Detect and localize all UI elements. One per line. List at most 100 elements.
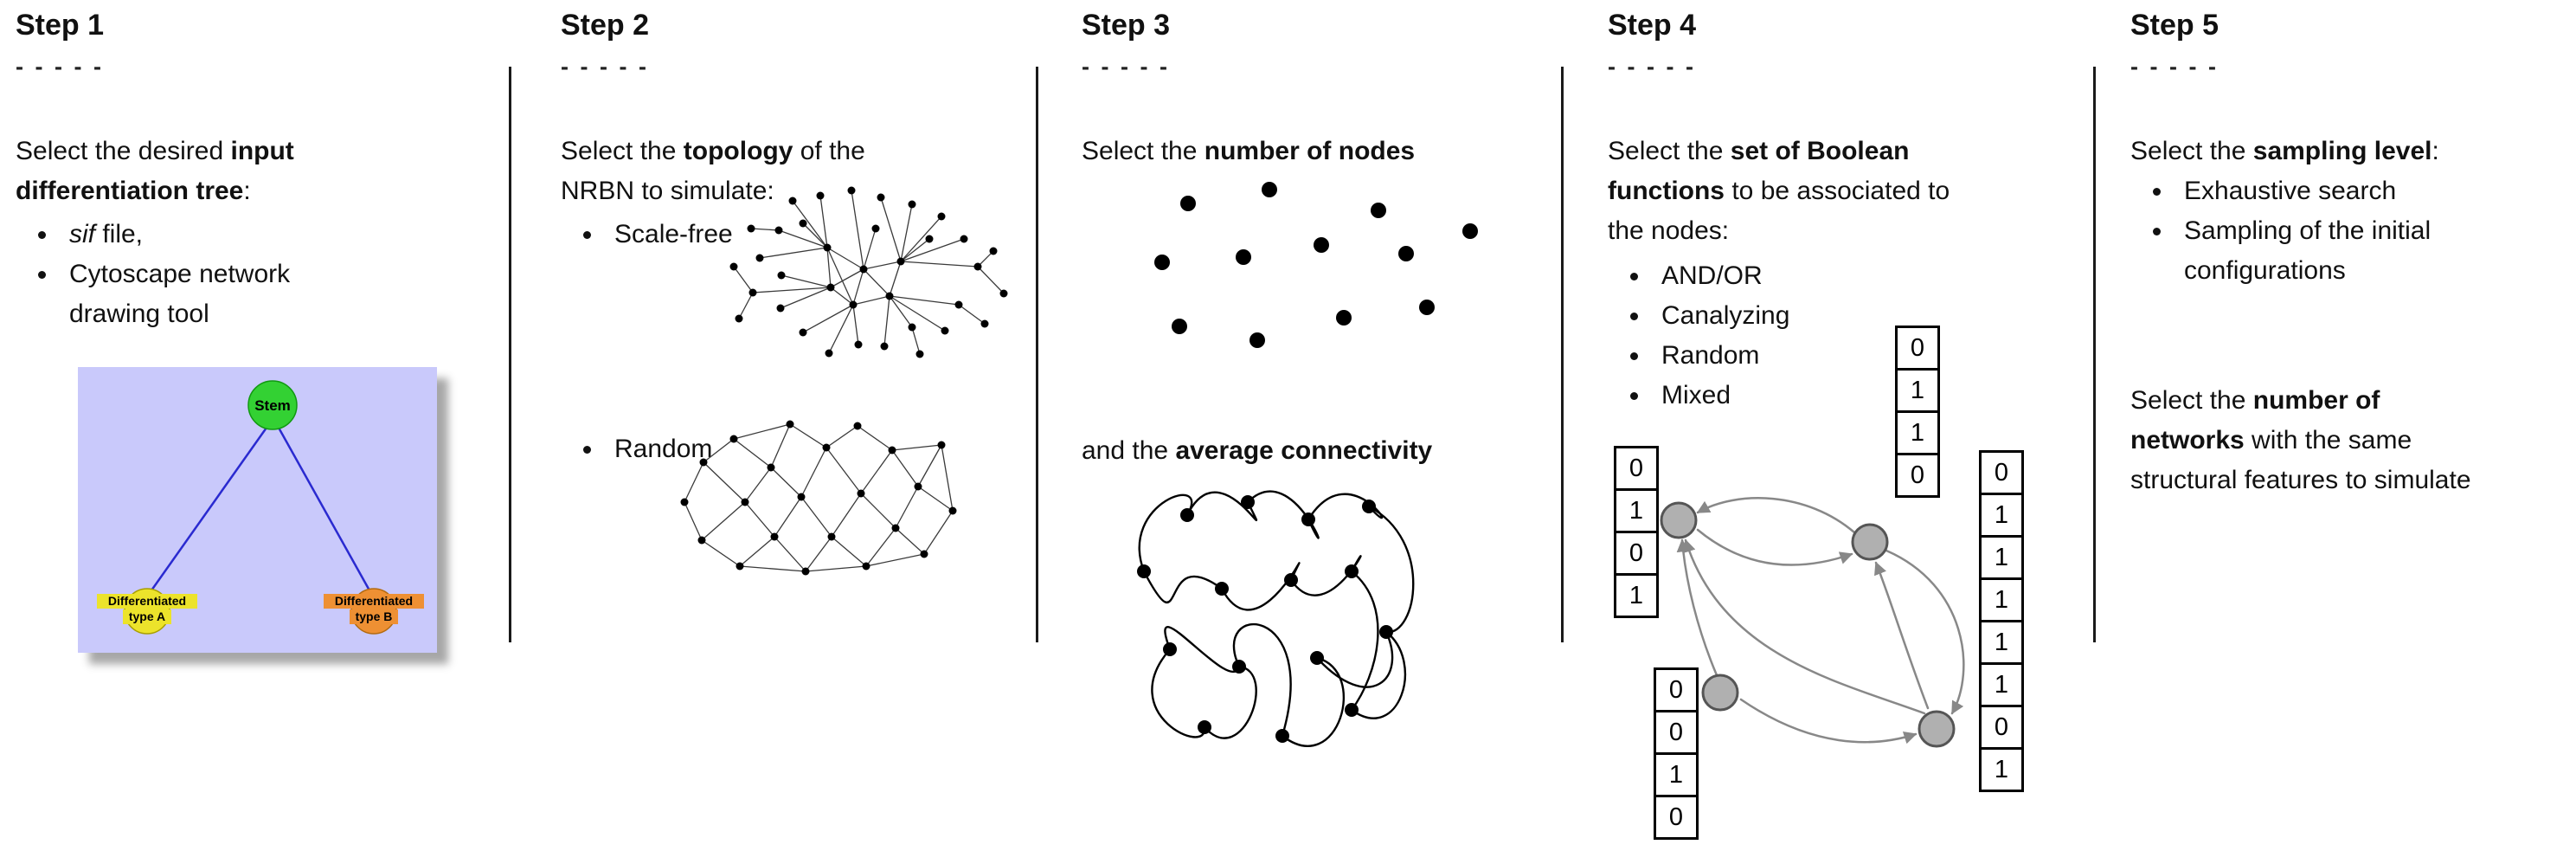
bullet-item: Canalyzing xyxy=(1651,296,1789,336)
text-segment: with the same xyxy=(2244,426,2412,455)
bullet-text: drawing tool xyxy=(69,294,290,334)
intro-line: Select the topology of the xyxy=(561,132,865,171)
text-segment: sif xyxy=(69,220,95,248)
bullet-item: Scale-free xyxy=(604,215,733,255)
paragraph-line: Select the number of xyxy=(2130,381,2471,421)
vector-cell: 1 xyxy=(1895,368,1940,413)
text-segment: topology xyxy=(683,137,793,165)
bullet-item: Random xyxy=(1651,336,1789,376)
bullet-text: Random xyxy=(614,429,712,469)
intro-line: differentiation tree: xyxy=(16,171,294,211)
vector-cell: 1 xyxy=(1654,752,1699,797)
step-4-column: Step 4 - - - - - Select the set of Boole… xyxy=(1608,0,2088,851)
text-segment: Scale-free xyxy=(614,220,733,248)
text-segment: average connectivity xyxy=(1175,436,1433,465)
type-b-label-line2: type B xyxy=(356,609,393,623)
bullet-text: Sampling of the initial xyxy=(2184,211,2431,251)
vector-cell: 1 xyxy=(1979,747,2024,792)
text-segment: Random xyxy=(614,435,713,463)
vector-cell: 1 xyxy=(1979,662,2024,707)
step-3-heading-connectivity: and the average connectivity xyxy=(1082,431,1432,471)
boolean-network-graph xyxy=(1608,312,2088,850)
step-1-title: Step 1 xyxy=(16,9,105,42)
text-segment: sampling level xyxy=(2252,137,2432,165)
vector-cell: 0 xyxy=(1654,795,1699,840)
bullet-text: sif file, xyxy=(69,215,290,255)
type-a-label-bg xyxy=(97,594,197,609)
bullet-text: Scale-free xyxy=(614,215,733,255)
type-b-label-line1: Differentiated xyxy=(335,594,413,608)
step-1-dashed-separator: - - - - - xyxy=(16,54,104,80)
text-segment: the nodes: xyxy=(1608,216,1730,245)
intro-line: NRBN to simulate: xyxy=(561,171,865,211)
bullet-item: Mixed xyxy=(1651,376,1789,416)
step-1-intro: Select the desired input differentiation… xyxy=(16,132,294,211)
step-4-intro: Select the set of Boolean functions to b… xyxy=(1608,132,1950,251)
step-4-title: Step 4 xyxy=(1608,9,1697,42)
step-5-title: Step 5 xyxy=(2130,9,2219,42)
vector-cell: 1 xyxy=(1979,535,2024,580)
bullet-text: AND/OR xyxy=(1661,256,1789,296)
text-segment: file, xyxy=(95,220,144,248)
bullet-item: Random xyxy=(604,429,712,469)
step-5-dashed-separator: - - - - - xyxy=(2130,54,2219,80)
nodes-scatter-figure xyxy=(1121,177,1506,398)
step-4-dashed-separator: - - - - - xyxy=(1608,54,1696,80)
bullet-item: sif file, xyxy=(59,215,290,255)
text-segment: of the xyxy=(793,137,865,165)
vector-cell: 0 xyxy=(1895,326,1940,371)
column-divider xyxy=(1561,67,1564,642)
vector-cell: 0 xyxy=(1614,531,1659,576)
bullet-item: AND/OR xyxy=(1651,256,1789,296)
text-segment: networks xyxy=(2130,426,2245,455)
step-5-intro: Select the sampling level: xyxy=(2130,132,2439,171)
column-divider xyxy=(509,67,511,642)
vector-cell: 1 xyxy=(1979,620,2024,665)
text-segment: structural features to simulate xyxy=(2130,466,2471,494)
vector-cell: 0 xyxy=(1654,667,1699,712)
vector-cell: 0 xyxy=(1979,705,2024,750)
bullet-item: Cytoscape network drawing tool xyxy=(59,255,290,334)
paragraph-line: structural features to simulate xyxy=(2130,461,2471,500)
bullet-text: Mixed xyxy=(1661,376,1789,416)
text-segment: Select the xyxy=(1608,137,1731,165)
step-4-bullet-list: AND/OR Canalyzing Random Mixed xyxy=(1615,256,1789,416)
text-segment: drawing tool xyxy=(69,300,209,328)
step-3-heading-nodes: Select the number of nodes xyxy=(1082,132,1415,171)
step-5-column: Step 5 - - - - - Select the sampling lev… xyxy=(2130,0,2567,851)
text-segment: Select the xyxy=(561,137,684,165)
vector-cell: 0 xyxy=(1979,450,2024,495)
text-segment: Select the xyxy=(2130,386,2253,415)
text-segment: NRBN to simulate: xyxy=(561,177,774,205)
bullet-item: Exhaustive search xyxy=(2174,171,2431,211)
intro-line: functions to be associated to xyxy=(1608,171,1950,211)
bullet-text: configurations xyxy=(2184,251,2431,291)
text-segment: Select the xyxy=(1082,137,1204,165)
step-5-bullet-list: Exhaustive search Sampling of the initia… xyxy=(2137,171,2431,291)
vector-cell: 1 xyxy=(1895,410,1940,455)
scale-free-network-figure xyxy=(699,178,1011,386)
bullet-item: Sampling of the initial configurations xyxy=(2174,211,2431,291)
step-2-bullet-scale-free: Scale-free xyxy=(568,215,733,255)
vector-cell: 1 xyxy=(1614,488,1659,533)
intro-line: the nodes: xyxy=(1608,211,1950,251)
step-3-dashed-separator: - - - - - xyxy=(1082,54,1170,80)
vector-cell: 1 xyxy=(1979,577,2024,622)
step-1-bullet-list: sif file, Cytoscape network drawing tool xyxy=(22,215,290,334)
tree-edge-b xyxy=(277,427,371,591)
text-segment: Mixed xyxy=(1661,381,1731,409)
text-segment: number of xyxy=(2252,386,2380,415)
step-5-networks-paragraph: Select the number of networks with the s… xyxy=(2130,381,2471,500)
bullet-text: Cytoscape network xyxy=(69,255,290,294)
stem-label: Stem xyxy=(254,397,291,414)
text-segment: Select the desired xyxy=(16,137,231,165)
type-a-label-bg2 xyxy=(123,609,171,624)
text-segment: configurations xyxy=(2184,256,2346,285)
stem-node xyxy=(247,380,298,430)
